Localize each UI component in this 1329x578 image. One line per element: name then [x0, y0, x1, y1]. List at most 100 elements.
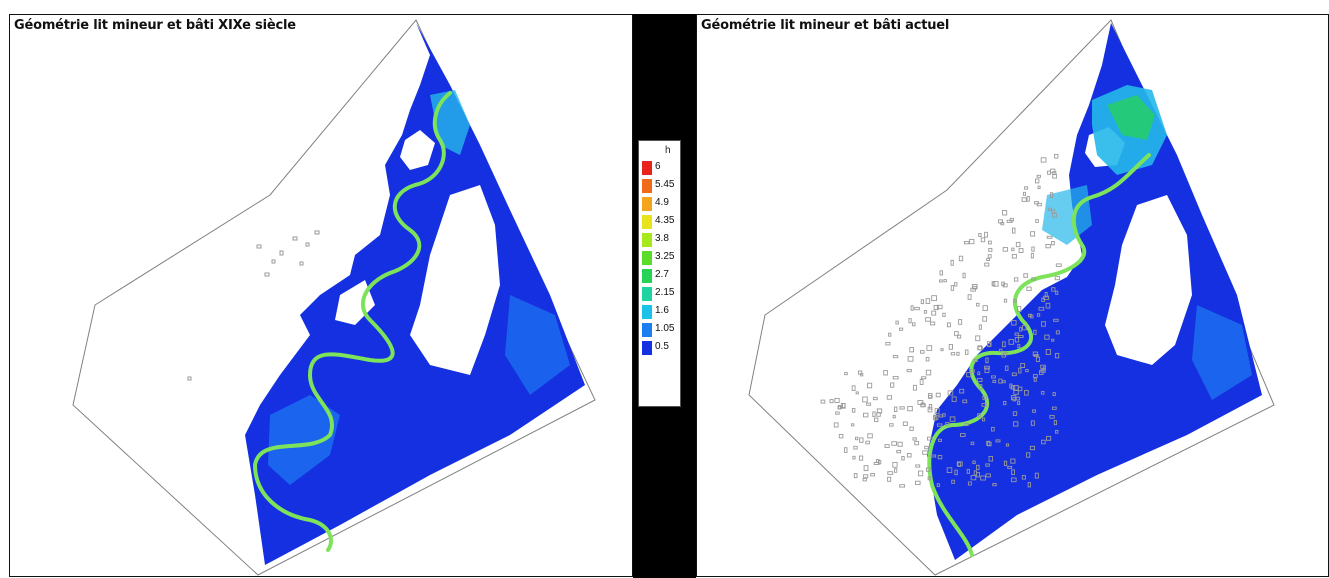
building-footprint	[1053, 420, 1057, 426]
building-footprint	[912, 384, 917, 391]
building-footprint	[1011, 320, 1017, 326]
building-footprint	[896, 449, 902, 454]
legend-entry: 1.6	[642, 303, 680, 319]
building-footprint	[1036, 202, 1042, 207]
building-footprint	[855, 391, 859, 395]
building-footprint	[988, 240, 992, 245]
building-footprint	[1002, 247, 1009, 252]
building-footprint	[982, 395, 987, 401]
building-footprint	[852, 455, 856, 460]
map-panel-19th-century: Géométrie lit mineur et bâti XIXe siècle	[9, 14, 633, 577]
building-footprint	[1049, 414, 1055, 419]
building-footprint	[1020, 363, 1026, 368]
building-footprint	[1035, 356, 1040, 362]
building-footprint	[934, 408, 940, 414]
building-footprint	[851, 385, 856, 391]
building-footprint	[909, 426, 914, 431]
building-footprint	[918, 470, 924, 477]
building-footprint	[976, 464, 980, 471]
building-footprint	[984, 262, 990, 267]
building-footprint	[966, 468, 970, 474]
building-footprint	[920, 376, 927, 380]
building-footprint	[945, 422, 950, 426]
building-footprint	[907, 356, 914, 362]
legend-swatch	[642, 161, 652, 175]
building-footprint	[1044, 334, 1050, 340]
building-footprint	[1038, 306, 1045, 311]
building-footprint	[859, 437, 864, 443]
building-footprint	[1014, 332, 1020, 336]
building-footprint	[1054, 353, 1060, 359]
building-footprint	[1018, 248, 1024, 253]
building-footprint	[981, 417, 986, 422]
building-footprint	[943, 279, 947, 283]
building-footprint	[884, 444, 890, 448]
building-footprint	[927, 436, 933, 441]
legend-label: 4.35	[655, 215, 675, 226]
building-footprint	[925, 357, 930, 362]
building-footprint	[984, 365, 990, 370]
building-footprint	[1055, 330, 1060, 335]
building-footprint	[1038, 370, 1044, 375]
building-footprint	[1041, 390, 1045, 395]
building-footprint	[978, 324, 982, 330]
building-footprint	[1054, 276, 1061, 281]
building-footprint	[972, 285, 978, 290]
building-footprint	[925, 317, 931, 322]
legend-swatch	[642, 305, 652, 319]
building-footprint	[1007, 465, 1013, 469]
building-footprint	[1055, 430, 1059, 434]
building-footprint	[899, 327, 904, 331]
flood-area-deep	[1042, 185, 1092, 245]
building-footprint	[1024, 186, 1029, 190]
building-footprint	[912, 437, 917, 441]
building-footprint	[986, 440, 991, 446]
building-footprint	[964, 422, 969, 427]
building-footprint	[902, 421, 908, 426]
building-footprint	[1013, 277, 1019, 282]
building-footprint	[926, 345, 933, 351]
building-footprint	[894, 468, 898, 473]
building-footprint	[950, 259, 954, 266]
building-footprint	[931, 295, 937, 302]
building-footprint	[877, 460, 882, 465]
river-channel	[927, 153, 1151, 557]
map-panel-current: Géométrie lit mineur et bâti actuel	[696, 14, 1329, 577]
building-footprint	[973, 359, 978, 363]
building-footprint	[897, 441, 903, 447]
building-footprint	[1051, 406, 1057, 410]
building-footprint	[931, 310, 937, 316]
building-footprint	[933, 414, 939, 420]
building-footprint	[963, 241, 970, 245]
building-footprint	[1046, 235, 1053, 239]
building-footprint	[888, 332, 892, 337]
building-footprint	[938, 438, 942, 442]
legend-entry: 0.5	[642, 339, 680, 355]
building-footprint	[1008, 339, 1014, 345]
flood-area-shallow	[927, 23, 1262, 560]
building-footprint	[1005, 443, 1010, 447]
building-footprint	[925, 467, 931, 472]
building-footprint	[853, 445, 858, 450]
building-footprint	[1011, 477, 1017, 483]
building-footprint	[956, 461, 963, 467]
legend-label: 2.15	[655, 287, 675, 298]
building-footprint	[912, 322, 916, 327]
building-footprint	[927, 406, 933, 413]
building-footprint	[1036, 313, 1041, 317]
building-footprint	[1035, 219, 1039, 223]
building-footprint	[834, 397, 840, 403]
building-footprint	[986, 441, 992, 447]
building-footprint	[1034, 201, 1039, 205]
building-footprint	[1011, 469, 1015, 476]
building-footprint	[939, 279, 943, 283]
building-footprint	[844, 447, 848, 453]
building-footprint	[872, 411, 876, 418]
building-footprint	[851, 407, 856, 413]
building-footprint	[923, 310, 928, 314]
building-footprint	[998, 219, 1003, 224]
building-footprint	[1013, 385, 1019, 391]
legend-entry: 3.8	[642, 231, 680, 247]
building-footprint	[1022, 324, 1027, 331]
